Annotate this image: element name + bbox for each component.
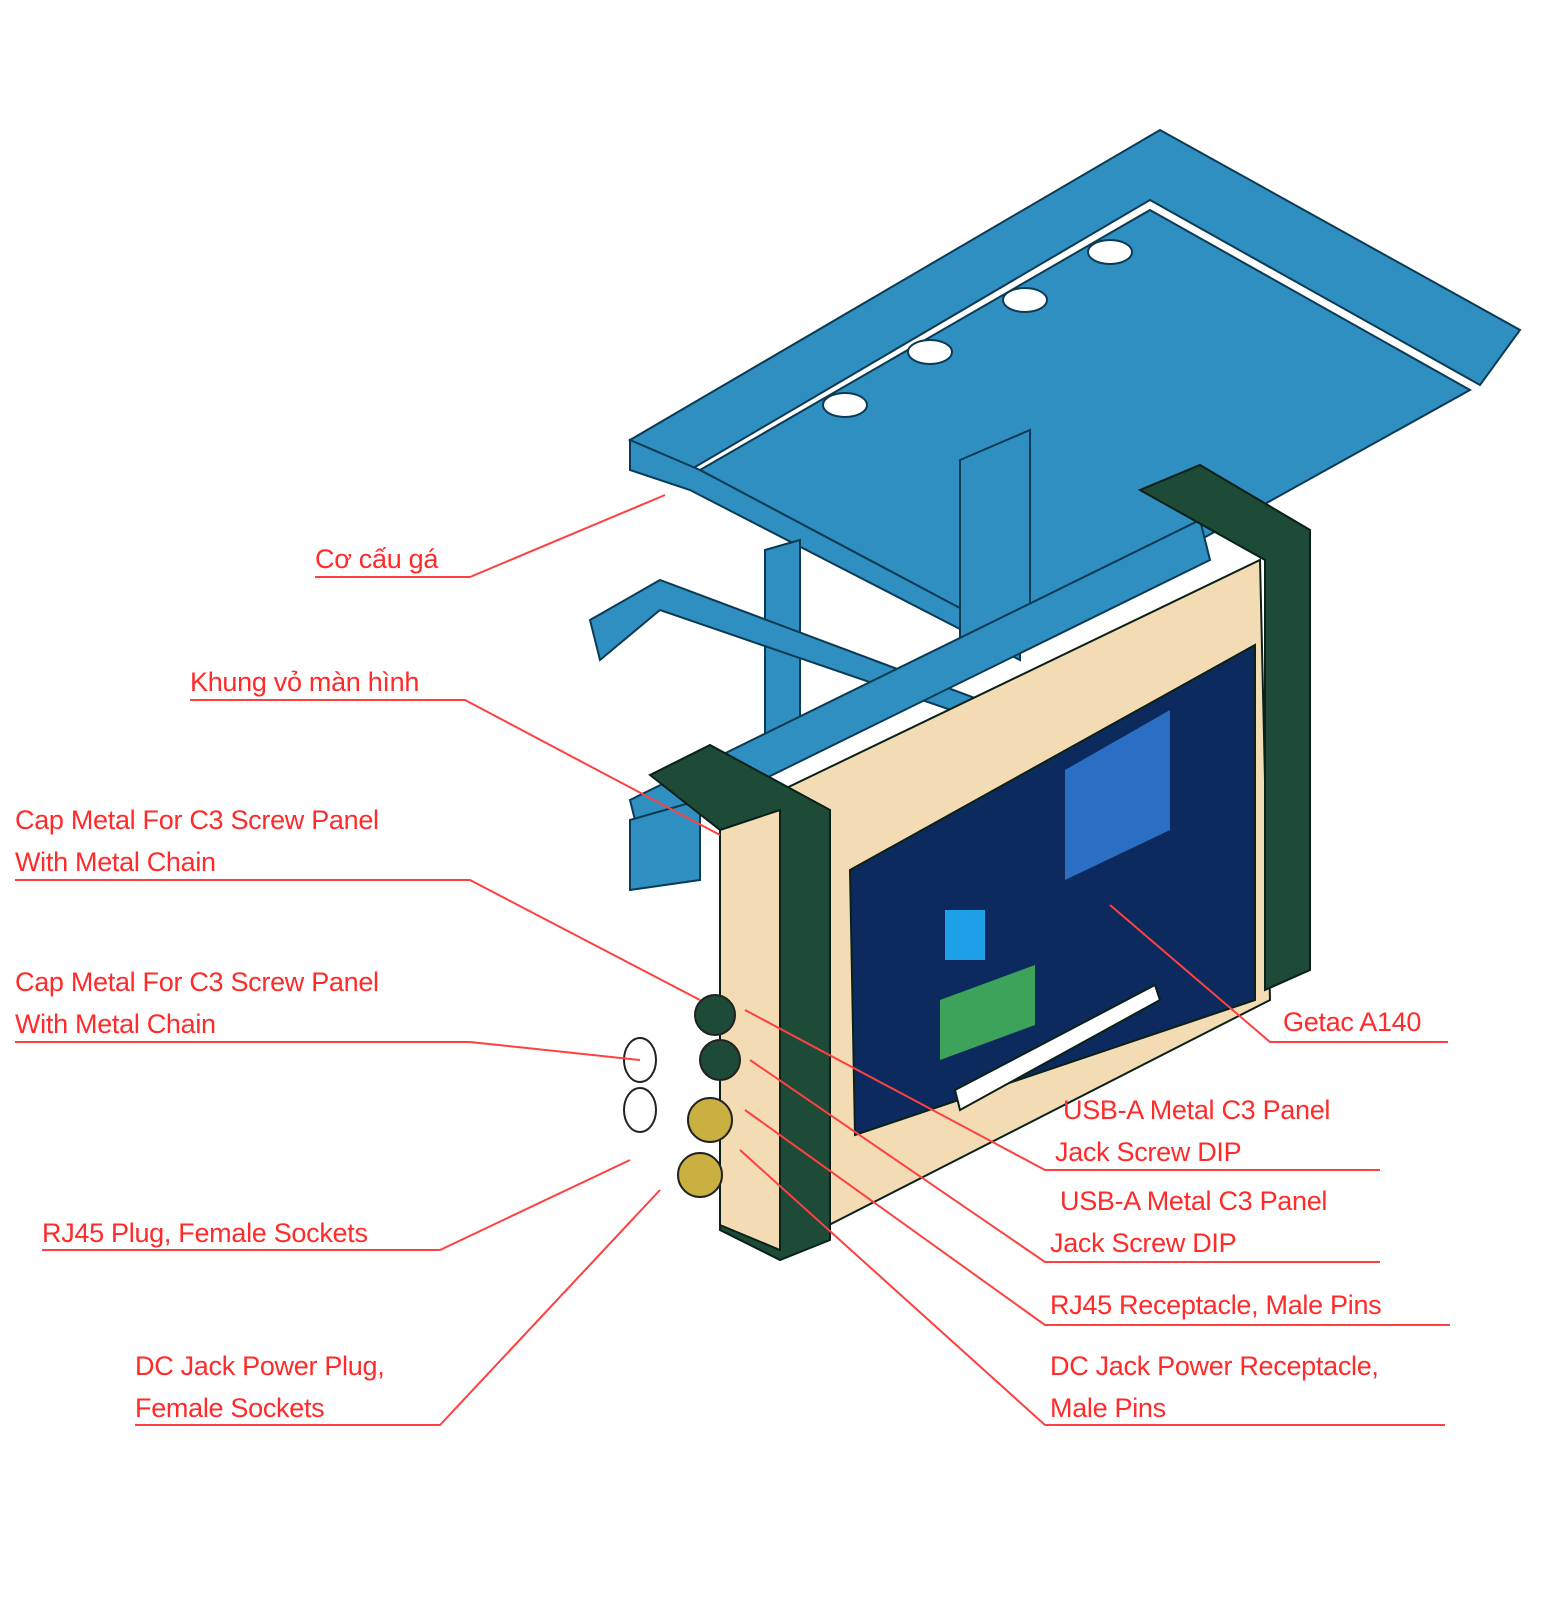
- label-line: Getac A140: [1283, 1007, 1422, 1037]
- label-line: Khung vỏ màn hình: [190, 667, 420, 697]
- label-line: Cap Metal For C3 Screw Panel: [15, 805, 379, 835]
- label-line: With Metal Chain: [15, 1009, 216, 1039]
- label-line: USB-A Metal C3 Panel: [1060, 1186, 1328, 1216]
- leader-lines: [15, 494, 1450, 1426]
- label-bracket: Cơ cấu gá: [315, 538, 438, 580]
- label-line: Jack Screw DIP: [1050, 1228, 1237, 1258]
- label-line: RJ45 Receptacle, Male Pins: [1050, 1290, 1382, 1320]
- label-tablet: Getac A140: [1283, 1001, 1421, 1043]
- label-dc-plug: DC Jack Power Plug, Female Sockets: [135, 1345, 385, 1429]
- label-line: Female Sockets: [135, 1393, 325, 1423]
- connectors: [623, 994, 741, 1198]
- label-rj45-receptacle: RJ45 Receptacle, Male Pins: [1050, 1284, 1382, 1326]
- label-housing: Khung vỏ màn hình: [190, 661, 419, 703]
- label-line: Jack Screw DIP: [1055, 1137, 1242, 1167]
- mounting-bracket: [588, 128, 1522, 892]
- label-line: USB-A Metal C3 Panel: [1063, 1095, 1331, 1125]
- label-dc-receptacle: DC Jack Power Receptacle, Male Pins: [1050, 1345, 1379, 1429]
- tablet-device: [648, 463, 1311, 1262]
- label-line: Cơ cấu gá: [315, 544, 439, 574]
- label-line: Male Pins: [1050, 1393, 1166, 1423]
- label-line: DC Jack Power Receptacle,: [1050, 1351, 1379, 1381]
- label-line: Cap Metal For C3 Screw Panel: [15, 967, 379, 997]
- label-line: RJ45 Plug, Female Sockets: [42, 1218, 368, 1248]
- label-line: DC Jack Power Plug,: [135, 1351, 385, 1381]
- label-rj45-plug: RJ45 Plug, Female Sockets: [42, 1212, 368, 1254]
- label-line: With Metal Chain: [15, 847, 216, 877]
- bracket-holes: [822, 239, 1133, 418]
